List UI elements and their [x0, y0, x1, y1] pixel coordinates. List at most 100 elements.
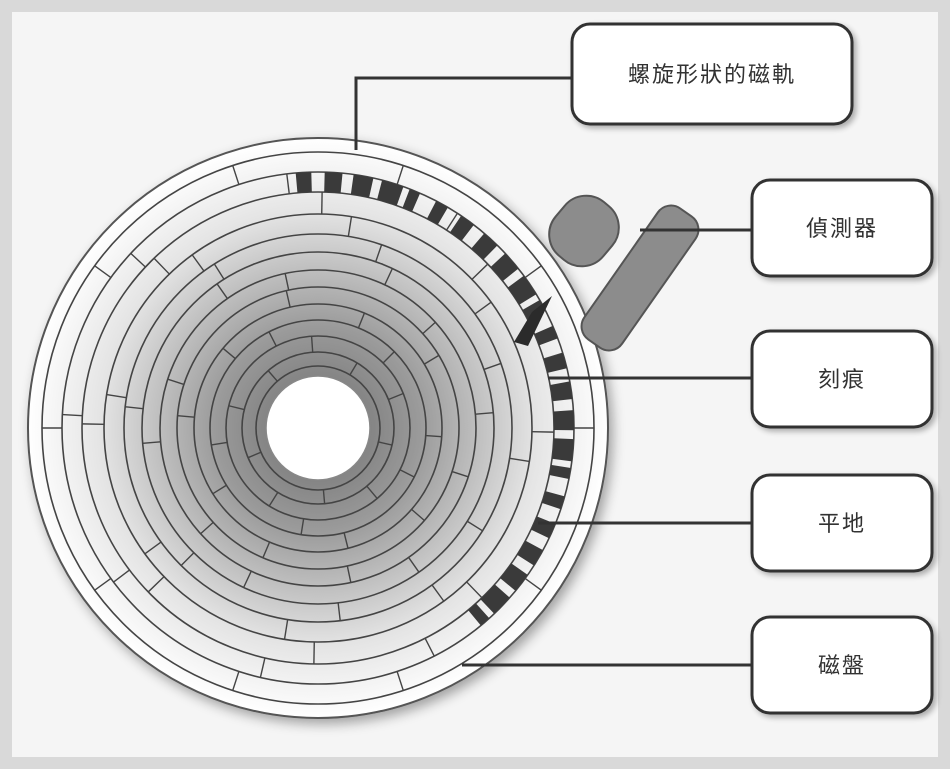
track-segment-tick — [247, 451, 262, 459]
callout-spiral-track: 螺旋形狀的磁軌 — [570, 22, 854, 126]
pit-mark — [471, 233, 498, 260]
track-segment-tick — [375, 244, 383, 262]
track-segment-tick — [396, 165, 404, 185]
detector-arm — [580, 204, 700, 352]
pit-mark — [324, 172, 343, 194]
label-detector: 偵測器 — [806, 217, 878, 242]
track-ring — [123, 233, 513, 623]
callout-box — [750, 329, 934, 429]
track-segment-tick — [431, 584, 445, 602]
track-segment-tick — [422, 321, 436, 335]
track-segment-tick — [212, 484, 227, 495]
label-land: 平地 — [818, 512, 866, 537]
track-ring — [193, 303, 443, 553]
track-ring — [141, 251, 495, 605]
callout-detector: 偵測器 — [750, 178, 934, 278]
track-segment-tick — [471, 263, 489, 280]
pit-mark — [402, 189, 421, 212]
callout-land: 平地 — [750, 473, 934, 573]
track-segment-tick — [284, 273, 290, 291]
track-segment-tick — [259, 657, 266, 678]
pit-mark — [517, 540, 543, 566]
track-segment-tick — [191, 254, 205, 272]
callout-pit: 刻痕 — [750, 329, 934, 429]
track-segment-tick — [147, 576, 165, 593]
track-segment-tick — [300, 518, 305, 535]
pit-mark — [553, 410, 574, 431]
pit-mark — [507, 275, 537, 305]
detector-beam — [514, 296, 552, 346]
pit-mark — [550, 381, 573, 402]
track-segment-tick — [384, 268, 394, 286]
track-segment-tick — [524, 577, 542, 591]
track-segment-tick — [357, 312, 366, 329]
callout-box — [750, 178, 934, 278]
track-segment-tick — [286, 173, 290, 194]
pit-mark — [522, 300, 546, 320]
track-segment-tick — [232, 165, 240, 185]
track-segment-tick — [475, 411, 494, 415]
label-disc: 磁盤 — [818, 654, 866, 679]
callout-box — [750, 473, 934, 573]
track-segment-tick — [423, 354, 440, 365]
track-segment-tick — [399, 469, 415, 478]
track-segment-tick — [267, 370, 278, 382]
leader-lines — [354, 76, 752, 667]
track-segment-tick — [346, 565, 352, 583]
track-segment-tick — [483, 362, 502, 371]
track-segment-tick — [200, 521, 214, 535]
spiral-tracks — [41, 151, 595, 705]
track-segment-tick — [388, 392, 404, 401]
track-segment-tick — [382, 351, 395, 364]
track-segment-tick — [424, 637, 435, 657]
track-segment-tick — [411, 508, 425, 522]
detector-housing — [548, 194, 620, 268]
track-segment-tick — [216, 283, 228, 299]
track-segment-tick — [213, 263, 225, 280]
track-segment-tick — [113, 569, 130, 583]
track-segment-tick — [509, 457, 530, 463]
pit-mark — [551, 438, 574, 462]
track-ring — [255, 365, 381, 491]
track-segment-tick — [337, 602, 341, 621]
pit-mark — [490, 253, 519, 282]
track-segment-tick — [425, 434, 442, 438]
pit-mark — [350, 174, 374, 198]
track-segment-tick — [466, 581, 483, 599]
track-segment-tick — [211, 441, 228, 446]
track-segment-tick — [262, 541, 271, 559]
pit-mark — [500, 563, 528, 591]
track-segment-tick — [106, 393, 127, 399]
pit-mark — [295, 172, 312, 193]
track-segment-tick — [242, 570, 252, 588]
pit-mark — [534, 325, 558, 346]
track-segment-tick — [285, 290, 291, 308]
track-segment-tick — [180, 552, 195, 567]
pit-mark — [449, 215, 474, 241]
track-segment-tick — [228, 405, 245, 411]
track-ring — [241, 351, 395, 505]
pit-mark — [426, 200, 448, 225]
leader-spiral-track — [354, 76, 572, 150]
track-segment-tick — [349, 362, 358, 376]
track-segment-tick — [283, 619, 289, 640]
track-segment-tick — [343, 532, 349, 549]
track-segment-tick — [310, 336, 314, 353]
pit-mark — [377, 180, 404, 206]
track-segment-tick — [408, 557, 420, 573]
callout-disc: 磁盤 — [750, 615, 934, 715]
track-segment-tick — [524, 265, 542, 279]
label-pit: 刻痕 — [818, 368, 866, 393]
pit-mark — [480, 584, 510, 614]
track-segment-tick — [268, 331, 277, 347]
track-segment-tick — [396, 671, 404, 691]
track-segment-tick — [474, 301, 492, 315]
track-segment-tick — [268, 492, 279, 507]
track-segment-tick — [125, 406, 144, 410]
track-segment-tick — [62, 413, 83, 417]
center-hole — [265, 375, 371, 481]
callout-box — [750, 615, 934, 715]
track-segment-tick — [94, 265, 112, 279]
